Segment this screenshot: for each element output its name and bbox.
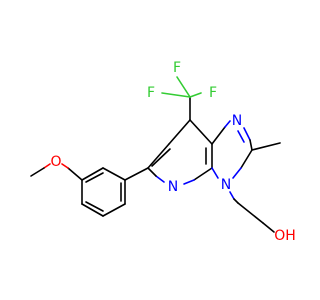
atom-labels: F F F N N N O OH [50, 60, 295, 244]
bond [30, 167, 45, 177]
fluorine-label-1: F [173, 60, 181, 76]
bond [237, 202, 264, 224]
bond [183, 179, 195, 185]
bond [211, 126, 226, 145]
imidazole-n3-label: N [221, 177, 231, 193]
bond [224, 120, 231, 128]
imidazole-n1-label: N [232, 113, 242, 129]
bond [124, 167, 149, 181]
molecule-structure-diagram: F F F N N N O OH [30, 60, 296, 244]
bond [211, 167, 219, 179]
pyridine-n-label: N [168, 179, 178, 195]
methoxy-oxygen-label: O [50, 154, 61, 170]
bond [189, 92, 202, 98]
bond [81, 203, 104, 217]
bond [249, 139, 253, 151]
bond [85, 172, 104, 183]
bond [233, 198, 239, 204]
bond [81, 167, 104, 181]
bond [176, 76, 191, 98]
bond [151, 148, 171, 167]
bond [102, 203, 126, 217]
bond [229, 191, 235, 200]
bond [161, 92, 191, 98]
hydroxyl-label: OH [274, 228, 296, 244]
bond [43, 163, 51, 169]
bond [262, 222, 275, 233]
bond [102, 167, 126, 181]
bond [67, 167, 83, 181]
bond [85, 201, 104, 212]
bond [168, 119, 191, 145]
bond [189, 119, 213, 145]
bond [232, 167, 242, 179]
bond [251, 142, 281, 151]
bond [61, 163, 69, 169]
bond [147, 143, 170, 169]
bond [147, 167, 157, 177]
bond [240, 149, 253, 169]
bond [237, 130, 245, 143]
bond-layer [30, 76, 281, 233]
bond [155, 175, 165, 183]
fluorine-label-3: F [209, 85, 217, 101]
bond [193, 167, 213, 181]
bond [243, 127, 251, 141]
fluorine-label-2: F [147, 85, 155, 101]
